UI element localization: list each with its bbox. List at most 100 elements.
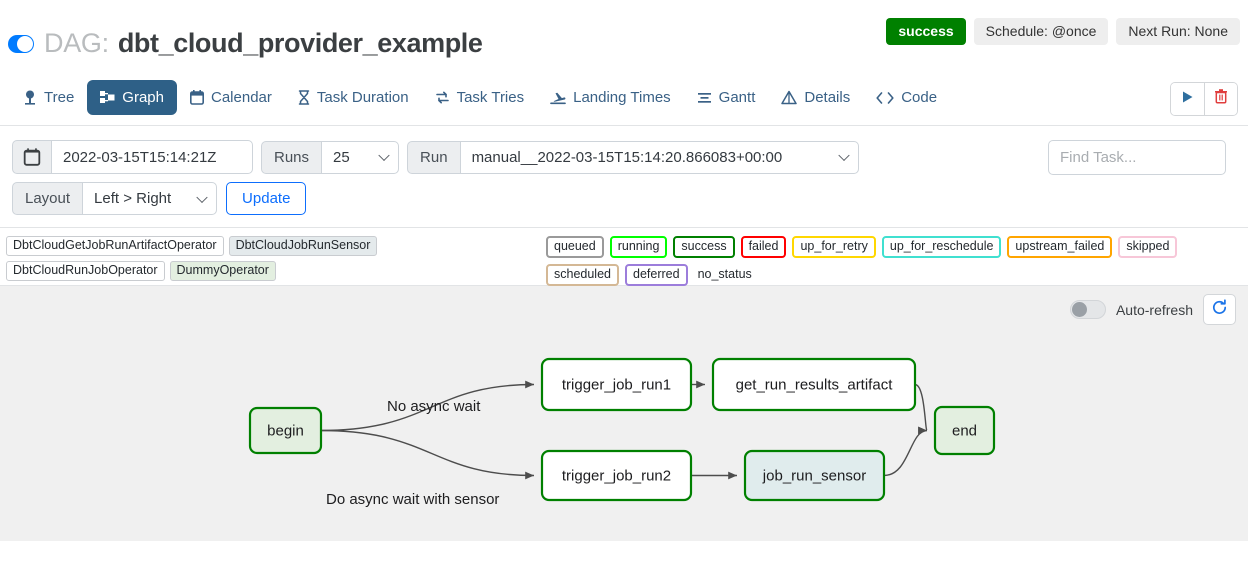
tab-tree[interactable]: Tree <box>10 80 87 115</box>
view-tabs: Tree Graph Calendar Task Duration Task T… <box>0 70 1248 126</box>
calendar-icon <box>190 90 204 105</box>
graph-node-trigger_job_run1[interactable]: trigger_job_run1 <box>540 357 693 412</box>
state-legend-chip[interactable]: running <box>609 236 668 258</box>
execution-date-group: 2022-03-15T15:14:21Z <box>12 140 253 174</box>
state-legend-chip[interactable]: upstream_failed <box>1007 236 1113 258</box>
dag-graph[interactable]: No async wait Do async wait with sensor b… <box>0 286 1248 541</box>
find-task-input[interactable]: Find Task... <box>1048 140 1226 175</box>
graph-edge-label: Do async wait with sensor <box>326 491 499 508</box>
calendar-icon[interactable] <box>12 140 52 174</box>
tab-details[interactable]: Details <box>768 80 863 115</box>
next-run-badge: Next Run: None <box>1116 18 1240 45</box>
auto-refresh-label: Auto-refresh <box>1115 301 1193 318</box>
tab-task-tries[interactable]: Task Tries <box>422 80 538 115</box>
tab-code[interactable]: Code <box>863 80 950 115</box>
node-box <box>540 449 693 502</box>
state-legend-chip[interactable]: up_for_reschedule <box>881 236 1002 258</box>
state-legend-chip[interactable]: deferred <box>625 264 688 286</box>
state-legend-chip[interactable]: queued <box>546 236 604 258</box>
operator-legend-chip[interactable]: DbtCloudGetJobRunArtifactOperator <box>6 236 224 256</box>
code-icon <box>876 91 894 105</box>
graph-icon <box>100 90 115 105</box>
operator-legend-chip[interactable]: DbtCloudRunJobOperator <box>6 261 165 281</box>
tab-label: Tree <box>44 89 75 106</box>
run-group: Run manual__2022-03-15T15:14:20.866083+0… <box>407 140 859 174</box>
filter-row-bottom: Layout Left > Right Update <box>12 182 1236 215</box>
dag-title: DAG: dbt_cloud_provider_example <box>8 28 483 59</box>
layout-select[interactable]: Left > Right <box>82 182 218 215</box>
operator-legend-chip[interactable]: DummyOperator <box>169 261 276 281</box>
state-legend-chip[interactable]: up_for_retry <box>792 236 876 258</box>
landing-icon <box>550 90 566 105</box>
graph-node-get_run_results_artifact[interactable]: get_run_results_artifact <box>711 357 917 412</box>
graph-edge <box>883 426 928 477</box>
node-label: trigger_job_run2 <box>562 467 671 484</box>
node-label: end <box>952 422 977 439</box>
tab-gantt[interactable]: Gantt <box>684 80 769 115</box>
filter-bar: 2022-03-15T15:14:21Z Runs 25 Run manual_… <box>0 126 1248 228</box>
delete-dag-button[interactable] <box>1204 83 1237 115</box>
state-legend-chip[interactable]: scheduled <box>546 264 619 286</box>
dag-action-buttons <box>1170 82 1238 116</box>
graph-edge <box>320 380 535 432</box>
dag-header: DAG: dbt_cloud_provider_example success … <box>0 0 1248 70</box>
gantt-icon <box>697 90 712 105</box>
tab-label: Landing Times <box>573 89 671 106</box>
filter-row-top: 2022-03-15T15:14:21Z Runs 25 Run manual_… <box>12 140 1236 175</box>
header-badges: success Schedule: @once Next Run: None <box>886 18 1240 45</box>
tab-label: Task Tries <box>456 89 525 106</box>
node-label: job_run_sensor <box>762 467 866 484</box>
hourglass-icon <box>298 90 310 105</box>
graph-toolbar: Auto-refresh <box>1069 294 1236 325</box>
node-label: begin <box>267 422 304 439</box>
retry-icon <box>435 90 450 105</box>
tab-label: Graph <box>122 89 164 106</box>
graph-node-job_run_sensor[interactable]: job_run_sensor <box>743 449 886 502</box>
refresh-button[interactable] <box>1203 294 1236 325</box>
graph-edge <box>320 429 535 480</box>
trigger-dag-button[interactable] <box>1171 83 1204 115</box>
graph-node-begin[interactable]: begin <box>248 406 323 455</box>
graph-nodes: begin trigger_job_run1 get_run_results_art… <box>248 357 996 502</box>
execution-date-input[interactable]: 2022-03-15T15:14:21Z <box>51 140 253 174</box>
trash-icon <box>1214 89 1228 109</box>
runs-select[interactable]: 25 <box>321 140 400 174</box>
update-button[interactable]: Update <box>226 182 307 215</box>
node-box <box>540 357 693 412</box>
auto-refresh-toggle[interactable] <box>1069 300 1106 319</box>
node-label: get_run_results_artifact <box>736 376 894 393</box>
graph-node-trigger_job_run2[interactable]: trigger_job_run2 <box>540 449 693 502</box>
runs-label: Runs <box>261 140 323 174</box>
runs-group: Runs 25 <box>261 140 400 174</box>
node-box <box>711 357 917 412</box>
tab-task-duration[interactable]: Task Duration <box>285 80 422 115</box>
graph-edge-labels: No async wait Do async wait with sensor <box>326 398 499 508</box>
tab-graph[interactable]: Graph <box>87 80 177 115</box>
operator-legend-chip[interactable]: DbtCloudJobRunSensor <box>228 236 378 256</box>
node-label: trigger_job_run1 <box>562 376 671 393</box>
tab-label: Code <box>901 89 938 106</box>
state-legend-chip[interactable]: skipped <box>1118 236 1178 258</box>
refresh-icon <box>1211 298 1228 321</box>
tab-label: Gantt <box>718 89 756 106</box>
run-select[interactable]: manual__2022-03-15T15:14:20.866083+00:00 <box>459 140 859 174</box>
node-box <box>933 405 996 456</box>
state-legend-chip[interactable]: success <box>673 236 735 258</box>
schedule-badge: Schedule: @once <box>973 18 1109 45</box>
graph-node-end[interactable]: end <box>933 405 996 456</box>
status-badge: success <box>886 18 966 45</box>
graph-edge-label: No async wait <box>387 398 481 415</box>
state-legend-chip[interactable]: failed <box>740 236 787 258</box>
tab-label: Calendar <box>211 89 272 106</box>
tab-landing-times[interactable]: Landing Times <box>537 80 684 115</box>
tab-calendar[interactable]: Calendar <box>177 80 285 115</box>
warning-triangle-icon <box>781 90 798 105</box>
tree-icon <box>23 90 37 105</box>
dag-pause-toggle-icon[interactable] <box>8 34 34 53</box>
run-label: Run <box>407 140 461 174</box>
no-status-label: no_status <box>697 267 752 281</box>
graph-edges <box>320 380 928 480</box>
node-box <box>743 449 886 502</box>
